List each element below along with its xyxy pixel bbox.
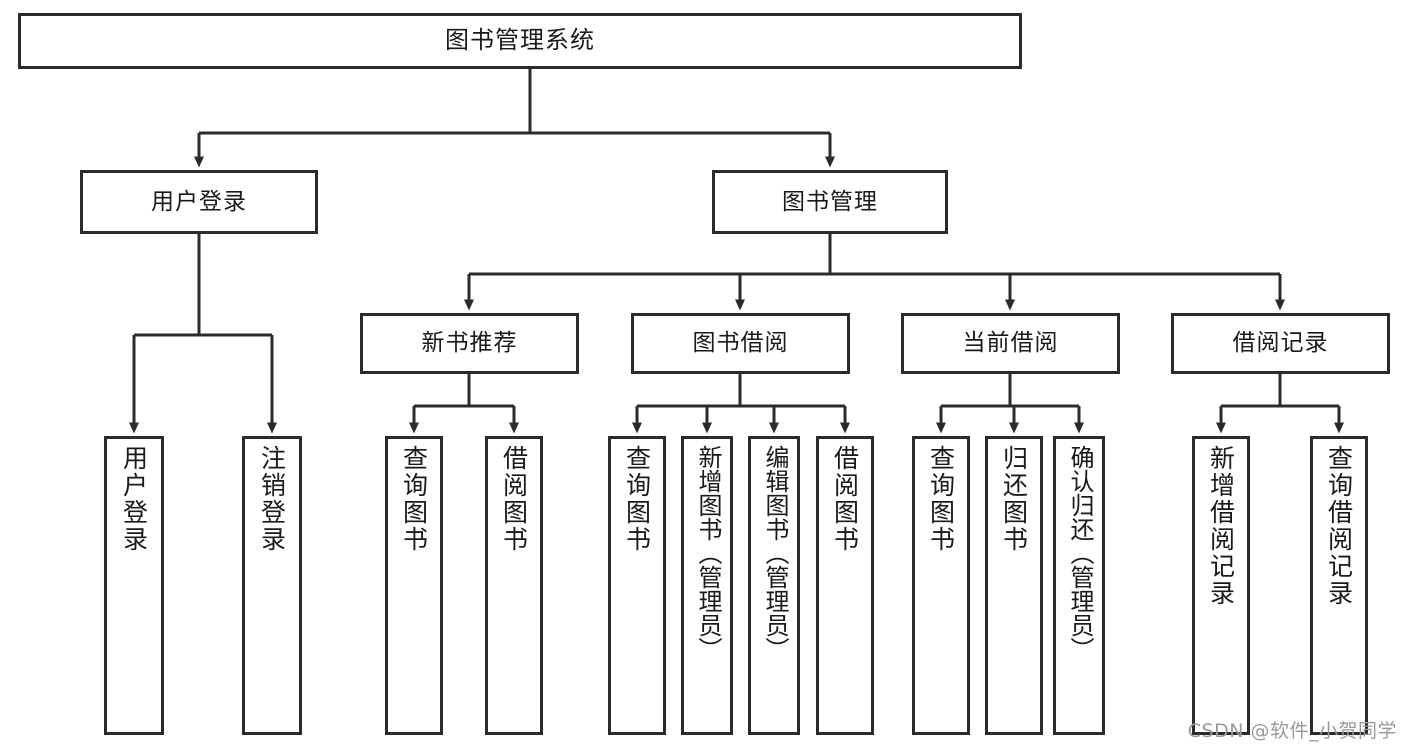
node-leaf-user-logout-label: 注销登录 bbox=[257, 445, 287, 553]
node-leaf-query-book-1-label: 查询图书 bbox=[399, 445, 429, 553]
node-user-login-label: 用户登录 bbox=[151, 188, 247, 215]
node-leaf-borrow-book-2[interactable]: 借阅图书 bbox=[816, 436, 874, 735]
node-leaf-add-borrow-record-label: 新增借阅记录 bbox=[1206, 445, 1236, 607]
node-leaf-user-logout[interactable]: 注销登录 bbox=[242, 436, 302, 735]
node-leaf-query-book-3[interactable]: 查询图书 bbox=[912, 436, 970, 735]
node-user-login[interactable]: 用户登录 bbox=[80, 170, 318, 234]
node-leaf-return-book-label: 归还图书 bbox=[999, 445, 1029, 553]
node-leaf-add-book-admin-label: 新增图书（管理员） bbox=[693, 445, 722, 661]
node-book-borrow-label: 图书借阅 bbox=[692, 330, 789, 357]
node-leaf-user-login-label: 用户登录 bbox=[119, 445, 149, 553]
node-leaf-edit-book-admin[interactable]: 编辑图书（管理员） bbox=[748, 436, 800, 735]
node-leaf-query-book-1[interactable]: 查询图书 bbox=[385, 436, 443, 735]
node-leaf-add-borrow-record[interactable]: 新增借阅记录 bbox=[1192, 436, 1250, 735]
node-leaf-borrow-book-1-label: 借阅图书 bbox=[499, 445, 529, 553]
node-leaf-borrow-book-1[interactable]: 借阅图书 bbox=[485, 436, 543, 735]
node-leaf-query-borrow-record[interactable]: 查询借阅记录 bbox=[1310, 436, 1368, 735]
node-leaf-return-book[interactable]: 归还图书 bbox=[985, 436, 1043, 735]
node-leaf-query-book-2[interactable]: 查询图书 bbox=[608, 436, 666, 735]
node-leaf-confirm-return-admin-label: 确认归还（管理员） bbox=[1065, 445, 1094, 661]
node-current-borrow-label: 当前借阅 bbox=[962, 330, 1059, 357]
node-leaf-confirm-return-admin[interactable]: 确认归还（管理员） bbox=[1053, 436, 1105, 735]
node-leaf-query-book-2-label: 查询图书 bbox=[622, 445, 652, 553]
node-root[interactable]: 图书管理系统 bbox=[18, 13, 1022, 69]
watermark-text: CSDN @软件_小贺同学 bbox=[1187, 720, 1397, 742]
node-current-borrow[interactable]: 当前借阅 bbox=[901, 313, 1120, 374]
node-leaf-borrow-book-2-label: 借阅图书 bbox=[830, 445, 860, 553]
node-new-book-rec[interactable]: 新书推荐 bbox=[360, 313, 579, 374]
node-leaf-edit-book-admin-label: 编辑图书（管理员） bbox=[760, 445, 789, 661]
node-leaf-add-book-admin[interactable]: 新增图书（管理员） bbox=[681, 436, 733, 735]
node-leaf-user-login[interactable]: 用户登录 bbox=[104, 436, 164, 735]
node-new-book-rec-label: 新书推荐 bbox=[421, 330, 518, 357]
node-borrow-record[interactable]: 借阅记录 bbox=[1171, 313, 1390, 374]
node-root-label: 图书管理系统 bbox=[445, 26, 595, 55]
node-leaf-query-book-3-label: 查询图书 bbox=[926, 445, 956, 553]
node-book-manage-label: 图书管理 bbox=[782, 188, 878, 215]
node-leaf-query-borrow-record-label: 查询借阅记录 bbox=[1324, 445, 1354, 607]
node-book-manage[interactable]: 图书管理 bbox=[712, 170, 948, 234]
node-borrow-record-label: 借阅记录 bbox=[1232, 330, 1329, 357]
node-book-borrow[interactable]: 图书借阅 bbox=[631, 313, 850, 374]
